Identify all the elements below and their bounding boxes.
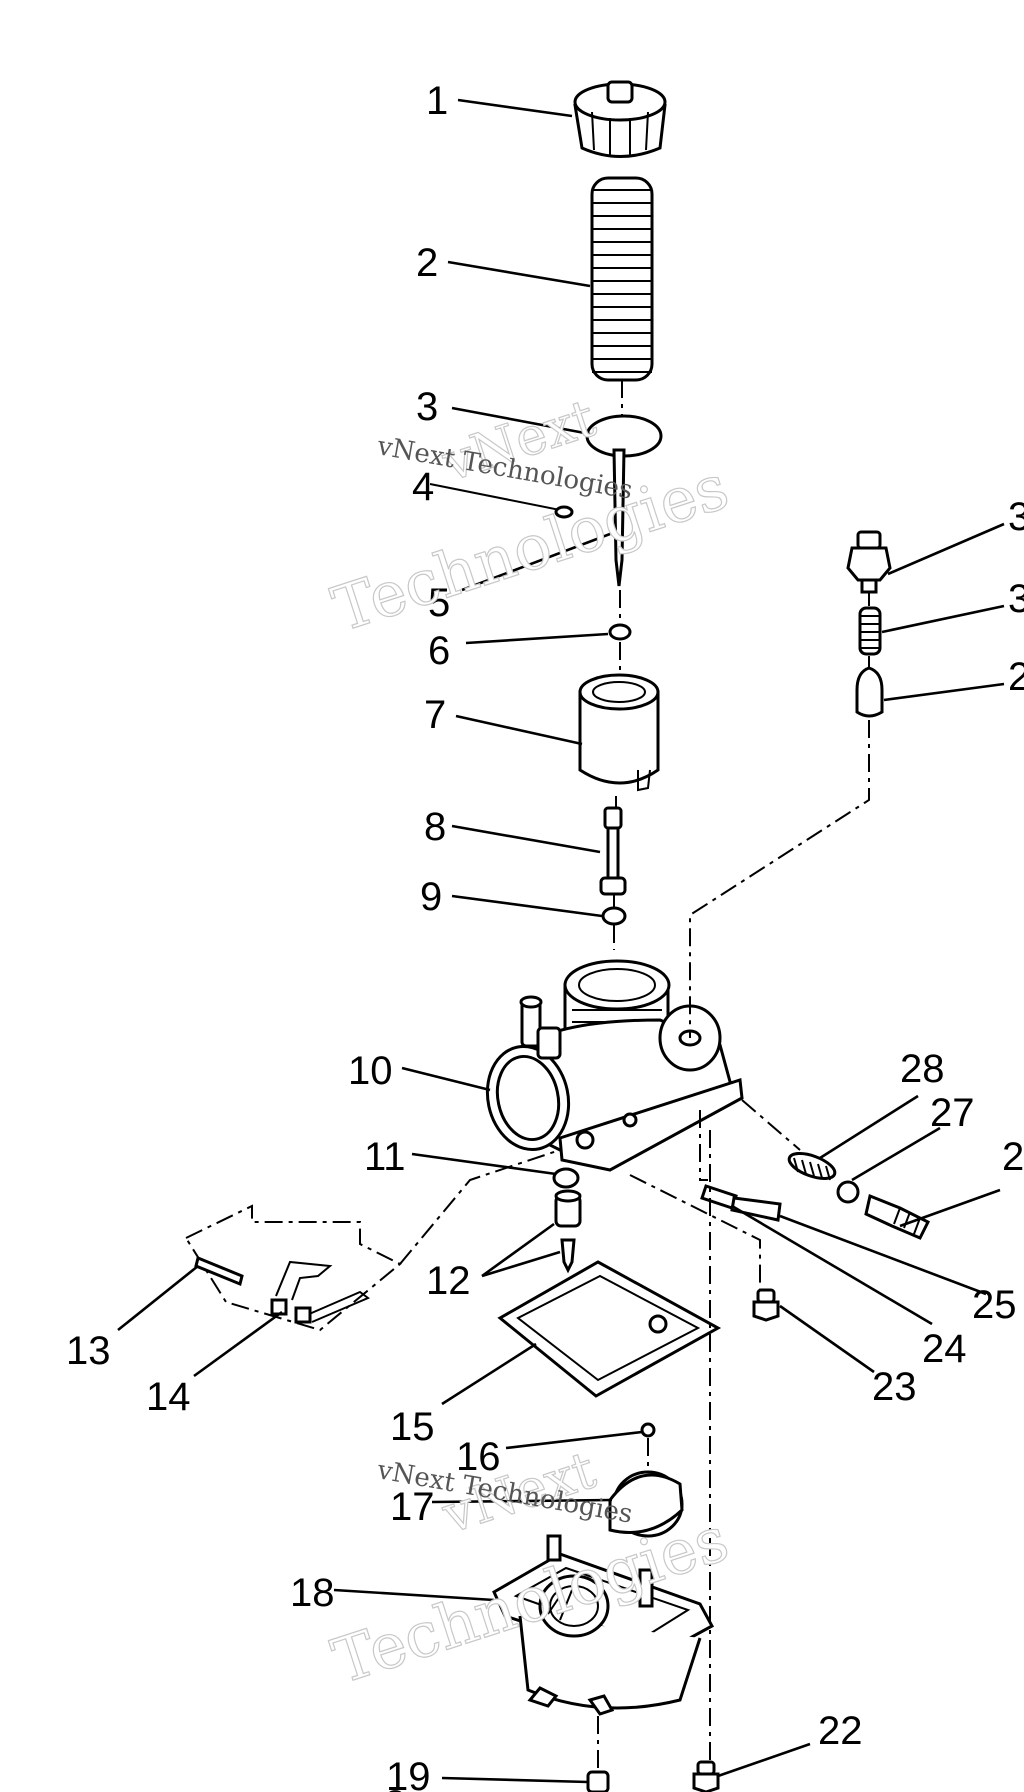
callout-2: 2 bbox=[416, 241, 438, 285]
callout-27: 27 bbox=[930, 1091, 975, 1135]
leader-lines bbox=[117, 98, 1005, 1784]
part-26-adjuster bbox=[864, 1193, 931, 1240]
callout-1: 1 bbox=[426, 79, 448, 123]
callout-9: 9 bbox=[420, 875, 442, 919]
callout-numbers: 1 2 3 4 5 6 7 8 9 10 11 12 13 14 15 16 1… bbox=[66, 79, 1024, 1792]
part-18-float-bowl bbox=[492, 1534, 715, 1716]
part-31-adjuster-screw bbox=[846, 530, 892, 594]
part-9-washer bbox=[601, 906, 627, 926]
callout-10: 10 bbox=[348, 1049, 393, 1093]
part-16-pin bbox=[640, 1422, 656, 1438]
part-28-spring bbox=[787, 1152, 837, 1181]
part-2-spring bbox=[590, 176, 654, 382]
part-6-washer bbox=[608, 623, 632, 641]
callout-12: 12 bbox=[426, 1259, 471, 1303]
callout-18: 18 bbox=[290, 1571, 335, 1615]
callout-24: 24 bbox=[922, 1327, 967, 1371]
part-23-drain-screw bbox=[752, 1288, 780, 1322]
callout-7: 7 bbox=[424, 693, 446, 737]
part-30-spring bbox=[858, 606, 882, 656]
callout-30-partial: 3 bbox=[1008, 577, 1024, 621]
callout-23: 23 bbox=[872, 1365, 917, 1409]
part-1-cap bbox=[573, 80, 667, 158]
part-17-float bbox=[608, 1470, 684, 1538]
callout-15: 15 bbox=[390, 1405, 435, 1449]
callout-14: 14 bbox=[146, 1375, 191, 1419]
callout-5: 5 bbox=[428, 581, 450, 625]
callout-6: 6 bbox=[428, 629, 450, 673]
callout-31-partial: 3 bbox=[1008, 495, 1024, 539]
part-15-gasket bbox=[497, 1260, 722, 1398]
part-8-needle-jet bbox=[599, 806, 627, 896]
part-22-drain-plug bbox=[692, 1760, 720, 1792]
callout-4: 4 bbox=[412, 465, 434, 509]
part-27-ring bbox=[836, 1180, 860, 1204]
part-24-pilot-screw bbox=[700, 1184, 782, 1222]
callout-26-partial: 20 bbox=[1002, 1135, 1024, 1179]
part-29-plunger bbox=[855, 666, 884, 718]
part-5-needle bbox=[612, 448, 626, 587]
part-13-14-gauge bbox=[184, 1149, 561, 1332]
part-12-jet-assembly bbox=[554, 1189, 582, 1274]
callout-3: 3 bbox=[416, 385, 438, 429]
callout-16: 16 bbox=[456, 1435, 501, 1479]
callout-29-partial: 2 bbox=[1008, 655, 1024, 699]
callout-20-partial: 2 bbox=[384, 1783, 406, 1792]
callout-25: 25 bbox=[972, 1283, 1017, 1327]
callout-11: 11 bbox=[364, 1135, 406, 1179]
callout-17: 17 bbox=[390, 1485, 435, 1529]
callout-28: 28 bbox=[900, 1047, 945, 1091]
callout-19: 19 bbox=[386, 1755, 431, 1792]
part-10-carburetor-body bbox=[485, 959, 744, 1172]
callout-22: 22 bbox=[818, 1709, 863, 1753]
callout-8: 8 bbox=[424, 805, 446, 849]
part-19-main-jet bbox=[586, 1770, 610, 1792]
part-7-throttle-valve bbox=[578, 673, 660, 792]
part-11-jet bbox=[552, 1167, 580, 1189]
callout-13: 13 bbox=[66, 1329, 111, 1373]
watermark-top: vNext Technologies vNext Technologies bbox=[323, 388, 737, 647]
part-4-clip bbox=[429, 483, 574, 519]
